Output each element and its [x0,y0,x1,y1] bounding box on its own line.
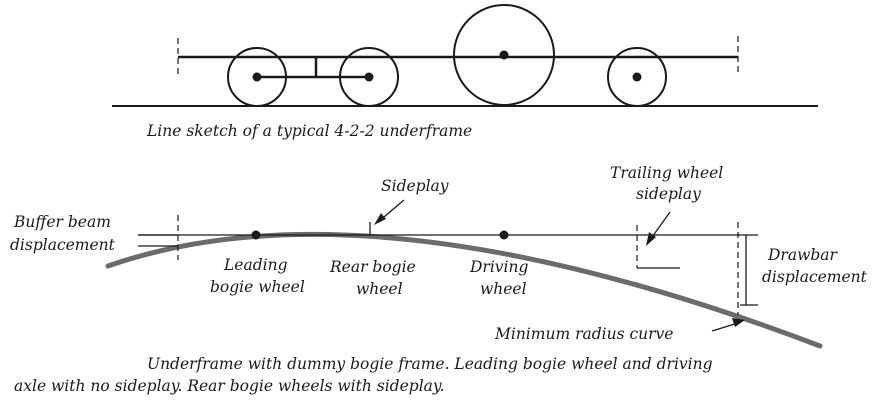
top-caption: Line sketch of a typical 4-2-2 underfram… [146,122,472,140]
drawbar-label-2: displacement [762,268,868,286]
leading-bogie-label-2: bogie wheel [210,278,305,296]
sideplay-arrowhead [374,213,386,225]
min-radius-arrowhead [732,318,745,327]
minimum-radius-curve [105,231,823,349]
underframe-sketch [112,4,818,107]
driving-axle [499,50,509,60]
min-radius-arrow [711,322,739,332]
rear-bogie-label-2: wheel [356,280,403,298]
pointer-arrows [374,199,745,332]
sideplay-label: Sideplay [381,177,449,195]
driving-wheel-label-1: Driving [469,258,528,276]
leading-bogie-label-1: Leading [223,256,288,274]
min-radius-label: Minimum radius curve [494,325,673,343]
trailing-sideplay-label-1: Trailing wheel [610,164,723,182]
driving-wheel-point [499,230,509,240]
curve-geometry [105,215,823,349]
trailing-sideplay-label-2: sideplay [636,185,701,203]
drawbar-label-1: Drawbar [767,246,839,264]
rear-bogie-label-1: Rear bogie [329,258,416,276]
bottom-caption-line-2: axle with no sideplay. Rear bogie wheels… [14,377,445,395]
leading-wheel-point [251,230,261,240]
rear-bogie-axle [364,72,374,82]
trailing-arrowhead [646,232,656,246]
trailing-wheel [607,47,667,107]
driving-wheel-label-2: wheel [480,280,527,298]
driving-wheel [453,4,555,106]
buffer-beam-label-1: Buffer beam [13,213,111,231]
buffer-beam-label-2: displacement [10,236,116,254]
bottom-caption-line-1: Underframe with dummy bogie frame. Leadi… [147,355,713,373]
leading-bogie-axle [252,72,262,82]
trailing-axle [632,72,642,82]
